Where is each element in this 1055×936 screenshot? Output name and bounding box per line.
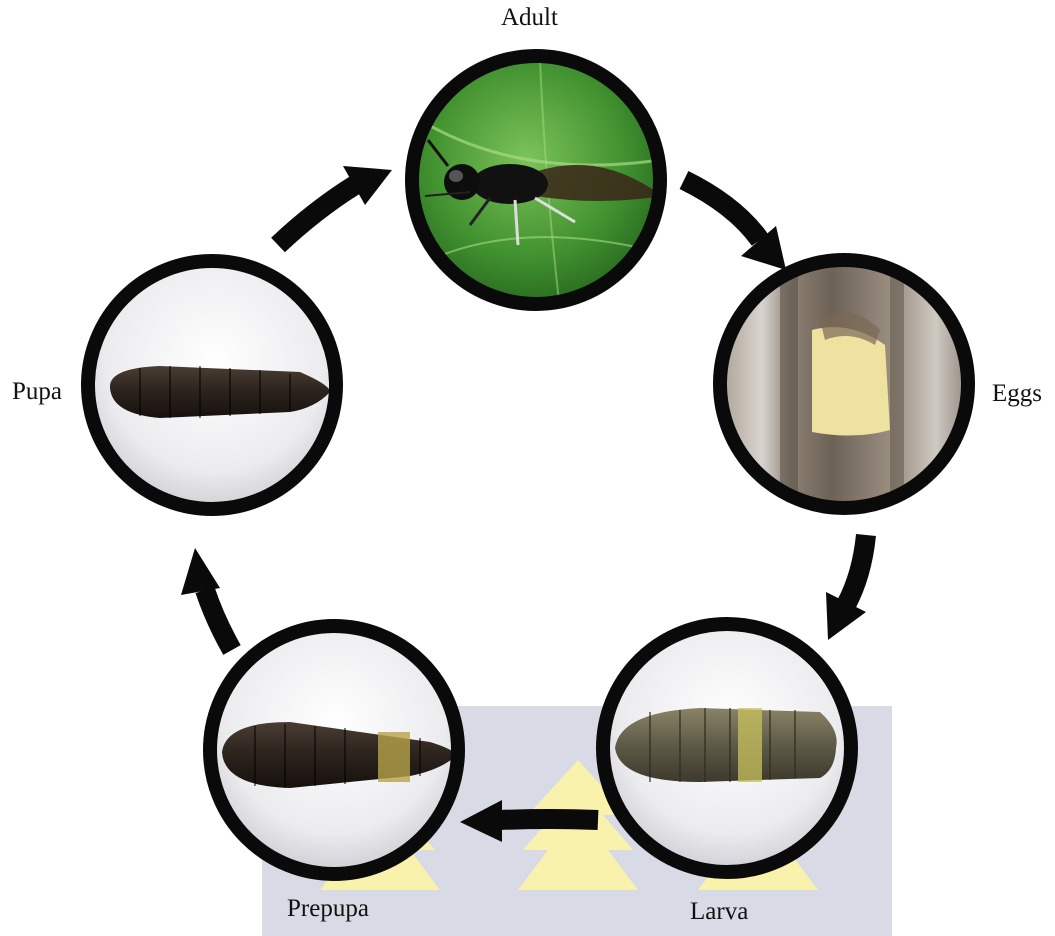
stage-eggs <box>715 255 975 515</box>
egg-mass <box>812 327 890 435</box>
arrow-adult-to-eggs <box>684 180 786 270</box>
stage-adult <box>410 55 670 315</box>
label-larva: Larva <box>690 898 748 926</box>
arrow-pupa-to-adult <box>278 166 392 245</box>
stage-prepupa <box>205 620 465 880</box>
larva-image <box>615 708 837 782</box>
stage-pupa <box>85 258 345 518</box>
pupa-image <box>110 366 330 418</box>
label-eggs: Eggs <box>992 380 1042 408</box>
label-adult: Adult <box>501 4 558 32</box>
arrow-prepupa-to-pupa <box>181 548 232 650</box>
label-prepupa: Prepupa <box>287 895 369 923</box>
arrow-eggs-to-larva <box>826 535 866 640</box>
label-pupa: Pupa <box>12 378 62 406</box>
